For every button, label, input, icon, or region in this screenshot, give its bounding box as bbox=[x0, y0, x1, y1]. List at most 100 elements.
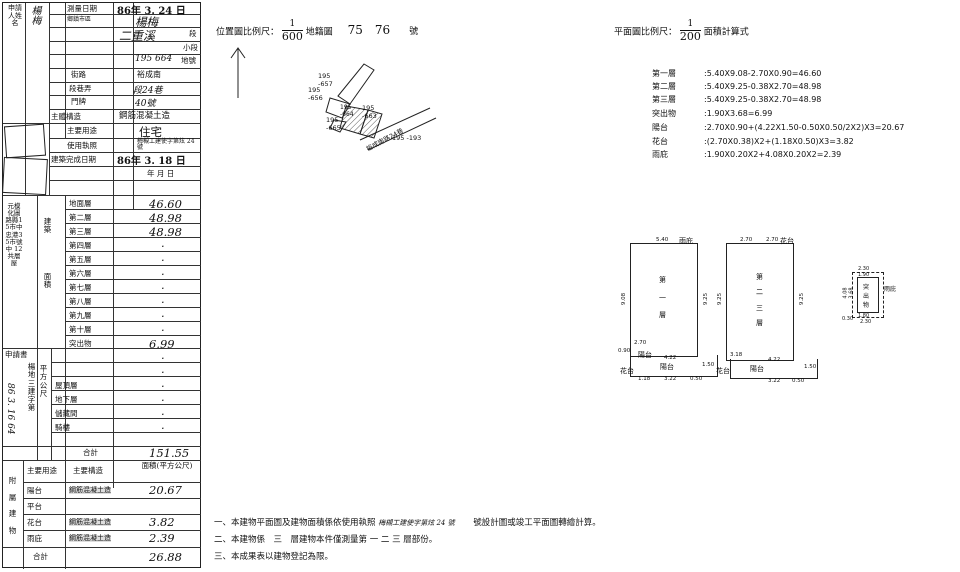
floor-name: 第五層 bbox=[69, 255, 92, 264]
annex-use: 平台 bbox=[27, 502, 42, 511]
plan2-dim-top2: 2.70 bbox=[766, 237, 779, 243]
floor-area: · bbox=[161, 365, 165, 379]
floor-area: · bbox=[161, 323, 165, 337]
roof-d3: 1.80 bbox=[858, 313, 870, 319]
annex-header-use: 主要用途 bbox=[27, 466, 57, 475]
annex-area: 3.82 bbox=[149, 515, 175, 529]
floor-area: · bbox=[161, 407, 165, 421]
road-value: 裕成南 bbox=[137, 70, 161, 79]
floor-name: 第二層 bbox=[69, 213, 92, 222]
calc-expr: :1.90X0.20X2+4.08X0.20X2=2.39 bbox=[704, 150, 842, 159]
floor-plan-second-third bbox=[726, 243, 794, 361]
lane-label: 段巷弄 bbox=[69, 84, 92, 93]
calc-expr: :5.40X9.08-2.70X0.90=46.60 bbox=[704, 69, 822, 78]
calc-label: 陽台 bbox=[652, 123, 668, 132]
floor-name: 第八層 bbox=[69, 297, 92, 306]
calc-expr: :(2.70X0.38)X2+(1.18X0.50)X3=3.82 bbox=[704, 137, 854, 146]
calc-row: 突出物 :1.90X3.68=6.99 bbox=[652, 108, 772, 119]
building-group-label: 建築 bbox=[43, 217, 52, 235]
floor-area: · bbox=[161, 309, 165, 323]
floor-area: · bbox=[161, 379, 165, 393]
lot-value: 195 664 bbox=[135, 54, 173, 64]
location-scale-num: 1 bbox=[281, 19, 303, 31]
official-stamp-1 bbox=[3, 123, 47, 159]
floor-name: 第四層 bbox=[69, 241, 92, 250]
survey-date-value: 86年 3. 24 日 bbox=[117, 6, 186, 17]
floor-area: · bbox=[161, 281, 165, 295]
calc-row: 第一層 :5.40X9.08-2.70X0.90=46.60 bbox=[652, 68, 821, 79]
calc-expr: :1.90X3.68=6.99 bbox=[704, 109, 773, 118]
floor-name: 第七層 bbox=[69, 283, 92, 292]
calc-label: 花台 bbox=[652, 137, 668, 146]
plan1-d2: 4.22 bbox=[664, 355, 677, 361]
annex-struct: 鋼筋混凝土造 bbox=[69, 534, 111, 543]
vertical-left-text: 楊地三建字第 bbox=[27, 362, 36, 413]
official-stamp-2 bbox=[2, 156, 48, 196]
floor-name: 地面層 bbox=[69, 199, 92, 208]
calc-row: 陽台 :2.70X0.90+(4.22X1.50-0.50X0.50/2X2)X3… bbox=[652, 122, 904, 133]
lot-label-3: 195 -663 bbox=[362, 104, 377, 120]
roof-d2: 1.90 bbox=[858, 272, 870, 278]
plan2-d2: 4.22 bbox=[768, 357, 781, 363]
roof-label: 突出物 bbox=[863, 284, 870, 309]
lot-label-0: 195 -657 bbox=[318, 72, 333, 88]
note-1: 一、本建物平面圖及建物面積係依使用執照 梅槻工建使字第炫 24 號 號設計圖或竣… bbox=[214, 516, 601, 528]
plan1-label: 第一層 bbox=[659, 276, 666, 319]
use-label: 主要用途 bbox=[67, 126, 97, 135]
plan1-d3: 3.22 bbox=[664, 376, 677, 382]
floor-area: · bbox=[161, 421, 165, 435]
doorno-label: 門牌 bbox=[71, 97, 86, 106]
calc-label: 突出物 bbox=[652, 109, 676, 118]
floor-name: 屋頂層 bbox=[55, 381, 78, 390]
plan1-bal1: 陽台 bbox=[638, 351, 652, 359]
floor-area: 48.98 bbox=[149, 211, 182, 225]
calc-label: 第三層 bbox=[652, 95, 676, 104]
left-side-stamp: 元模化圖路縣15市中 忠港35市號中 12共層屋 bbox=[5, 202, 23, 268]
calc-label: 第一層 bbox=[652, 69, 676, 78]
plan-suffix: 面積計算式 bbox=[703, 27, 749, 38]
plan1-side: 9.08 bbox=[621, 292, 628, 306]
plan2-bal: 陽台 bbox=[750, 365, 764, 373]
total-value: 151.55 bbox=[149, 446, 190, 460]
plan1-d7: 1.50 bbox=[702, 362, 715, 368]
calc-expr: :2.70X0.90+(4.22X1.50-0.50X0.50/2X2)X3=2… bbox=[704, 123, 905, 132]
floor-area: 6.99 bbox=[149, 337, 175, 351]
apply-label: 申請書 bbox=[5, 350, 28, 359]
floor-name: 儲藏間 bbox=[55, 409, 78, 418]
calc-label: 雨庇 bbox=[652, 150, 668, 159]
section-label: 段 bbox=[189, 29, 197, 38]
annex-group-label: 附屬建物 bbox=[8, 476, 17, 535]
applicant-label: 申請人姓名 bbox=[8, 4, 22, 28]
annex-struct: 鋼筋混凝土造 bbox=[69, 486, 111, 495]
plan2-d1: 3.18 bbox=[730, 352, 743, 358]
plan1-d1: 2.70 bbox=[634, 340, 647, 346]
north-arrow-icon bbox=[230, 47, 246, 98]
annex-use: 花台 bbox=[27, 518, 42, 527]
doorno-value: 40號 bbox=[135, 99, 156, 109]
plan2-dim-top: 2.70 bbox=[740, 237, 753, 243]
plan1-right: 9.25 bbox=[703, 292, 710, 306]
floor-area: · bbox=[161, 295, 165, 309]
ymd-label: 年 月 日 bbox=[147, 169, 175, 178]
calc-label: 第二層 bbox=[652, 82, 676, 91]
roof-d7: 0.30 bbox=[842, 316, 854, 322]
structure-label: 主體構造 bbox=[51, 112, 81, 121]
roof-d5: 3.68 bbox=[848, 287, 855, 299]
lane-value: 段24巷 bbox=[133, 86, 163, 96]
location-scale-label: 位置圖比例尺： bbox=[216, 27, 280, 38]
use-value: 住宅 bbox=[139, 125, 162, 139]
plan-scale-num: 1 bbox=[679, 19, 701, 31]
completion-label: 建築完成日期 bbox=[51, 155, 96, 164]
lot-label: 地號 bbox=[181, 56, 196, 65]
map-no: 75 76 bbox=[347, 23, 391, 38]
floor-name: 第九層 bbox=[69, 311, 92, 320]
subsection-label: 小段 bbox=[183, 43, 198, 52]
annex-use: 雨庇 bbox=[27, 534, 42, 543]
survey-form-table: 申請人姓名 楊梅 測量日期 86年 3. 24 日 鄉鎮市區 楊梅 段 二重溪 … bbox=[2, 2, 201, 569]
plan1-bal2: 陽台 bbox=[660, 363, 674, 371]
floor-area: · bbox=[161, 253, 165, 267]
vertical-units-text: 平方公尺 bbox=[39, 364, 48, 398]
floor-name: 第六層 bbox=[69, 269, 92, 278]
annex-area: 20.67 bbox=[149, 483, 182, 497]
